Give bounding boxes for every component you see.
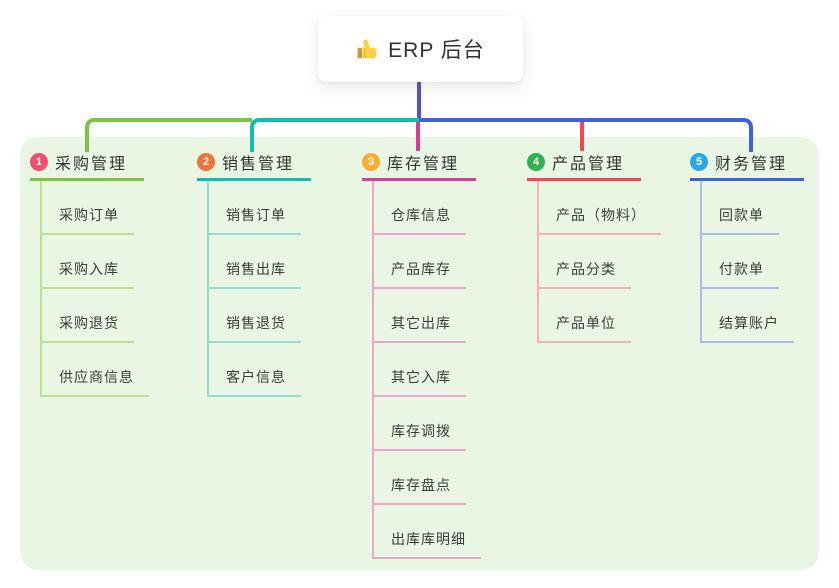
- connector-elbow-branch-1: [85, 118, 252, 152]
- child-item[interactable]: 仓库信息: [374, 181, 466, 235]
- child-item[interactable]: 供应商信息: [42, 343, 149, 397]
- connector-elbow-branch-5: [419, 118, 753, 152]
- child-item[interactable]: 其它入库: [374, 343, 466, 397]
- branch-drop-line-4: [580, 122, 584, 151]
- child-item[interactable]: 采购入库: [42, 235, 134, 289]
- thumbs-up-icon: [356, 38, 379, 61]
- branch-label: 库存管理: [387, 155, 460, 173]
- branch-children: 销售订单销售出库销售退货客户信息: [207, 181, 301, 397]
- branch-inventory: 3 库存管理 仓库信息产品库存其它出库其它入库库存调拨库存盘点出库库明细: [362, 150, 481, 559]
- root-title: ERP 后台: [388, 39, 485, 62]
- connector-elbow-branch-2: [250, 118, 419, 152]
- branch-label: 采购管理: [55, 155, 128, 173]
- branch-finance: 5 财务管理 回款单付款单结算账户: [690, 150, 804, 343]
- child-item[interactable]: 产品（物料）: [539, 181, 661, 235]
- branch-children: 采购订单采购入库采购退货供应商信息: [40, 181, 149, 397]
- branch-sales: 2 销售管理 销售订单销售出库销售退货客户信息: [197, 150, 311, 397]
- child-item[interactable]: 结算账户: [702, 289, 794, 343]
- mindmap-canvas: [20, 137, 819, 570]
- branch-node[interactable]: 3 库存管理: [362, 150, 476, 181]
- child-item[interactable]: 采购订单: [42, 181, 134, 235]
- child-item[interactable]: 采购退货: [42, 289, 134, 343]
- branch-number-badge: 5: [690, 152, 708, 171]
- branch-drop-line-3: [416, 122, 420, 151]
- branch-label: 财务管理: [715, 155, 788, 173]
- branch-number-badge: 3: [362, 152, 380, 171]
- branch-children: 产品（物料）产品分类产品单位: [537, 181, 661, 343]
- branch-procurement: 1 采购管理 采购订单采购入库采购退货供应商信息: [30, 150, 149, 397]
- root-connector-line: [417, 82, 421, 120]
- branch-label: 销售管理: [222, 155, 295, 173]
- child-item[interactable]: 销售出库: [209, 235, 301, 289]
- branch-product: 4 产品管理 产品（物料）产品分类产品单位: [527, 150, 661, 343]
- branch-node[interactable]: 1 采购管理: [30, 150, 144, 181]
- child-item[interactable]: 销售退货: [209, 289, 301, 343]
- branch-children: 仓库信息产品库存其它出库其它入库库存调拨库存盘点出库库明细: [372, 181, 481, 559]
- child-item[interactable]: 付款单: [702, 235, 779, 289]
- root-node[interactable]: ERP 后台: [318, 16, 523, 82]
- child-item[interactable]: 产品库存: [374, 235, 466, 289]
- child-item[interactable]: 回款单: [702, 181, 779, 235]
- branch-number-badge: 4: [527, 152, 545, 171]
- child-item[interactable]: 客户信息: [209, 343, 301, 397]
- branch-node[interactable]: 4 产品管理: [527, 150, 641, 181]
- child-item[interactable]: 销售订单: [209, 181, 301, 235]
- child-item[interactable]: 产品单位: [539, 289, 631, 343]
- branch-label: 产品管理: [552, 155, 625, 173]
- branch-number-badge: 2: [197, 152, 215, 171]
- branch-node[interactable]: 2 销售管理: [197, 150, 311, 181]
- child-item[interactable]: 产品分类: [539, 235, 631, 289]
- branch-node[interactable]: 5 财务管理: [690, 150, 804, 181]
- child-item[interactable]: 库存调拨: [374, 397, 466, 451]
- branch-number-badge: 1: [30, 152, 48, 171]
- branch-children: 回款单付款单结算账户: [700, 181, 794, 343]
- child-item[interactable]: 库存盘点: [374, 451, 466, 505]
- child-item[interactable]: 其它出库: [374, 289, 466, 343]
- child-item[interactable]: 出库库明细: [374, 505, 481, 559]
